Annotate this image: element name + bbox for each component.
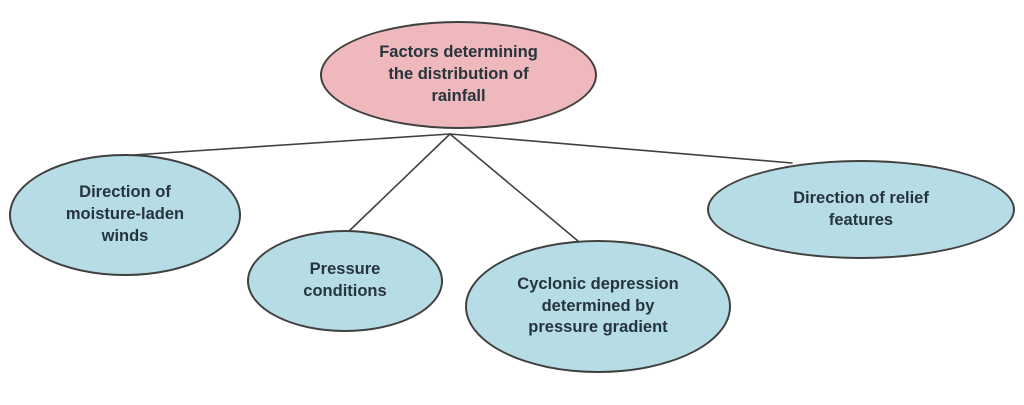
- edge-root-to-pressure: [346, 133, 451, 234]
- node-direction-of-moisture-laden-winds[interactable]: Direction of moisture-laden winds: [9, 154, 241, 276]
- edge-root-to-winds: [132, 133, 451, 156]
- node-winds-label: Direction of moisture-laden winds: [65, 183, 185, 245]
- node-direction-of-relief-features[interactable]: Direction of relief features: [707, 160, 1015, 259]
- node-relief-label: Direction of relief features: [793, 188, 929, 229]
- node-root-factors[interactable]: Factors determining the distribution of …: [320, 21, 597, 129]
- edge-root-to-cyclonic: [449, 133, 579, 242]
- node-pressure-conditions[interactable]: Pressure conditions: [247, 230, 443, 332]
- node-cyclonic-depression[interactable]: Cyclonic depression determined by pressu…: [465, 240, 731, 373]
- node-cyclonic-label: Cyclonic depression determined by pressu…: [517, 274, 679, 337]
- edge-root-to-relief: [449, 133, 793, 164]
- node-root-label: Factors determining the distribution of …: [379, 43, 538, 105]
- node-pressure-label: Pressure conditions: [303, 260, 387, 300]
